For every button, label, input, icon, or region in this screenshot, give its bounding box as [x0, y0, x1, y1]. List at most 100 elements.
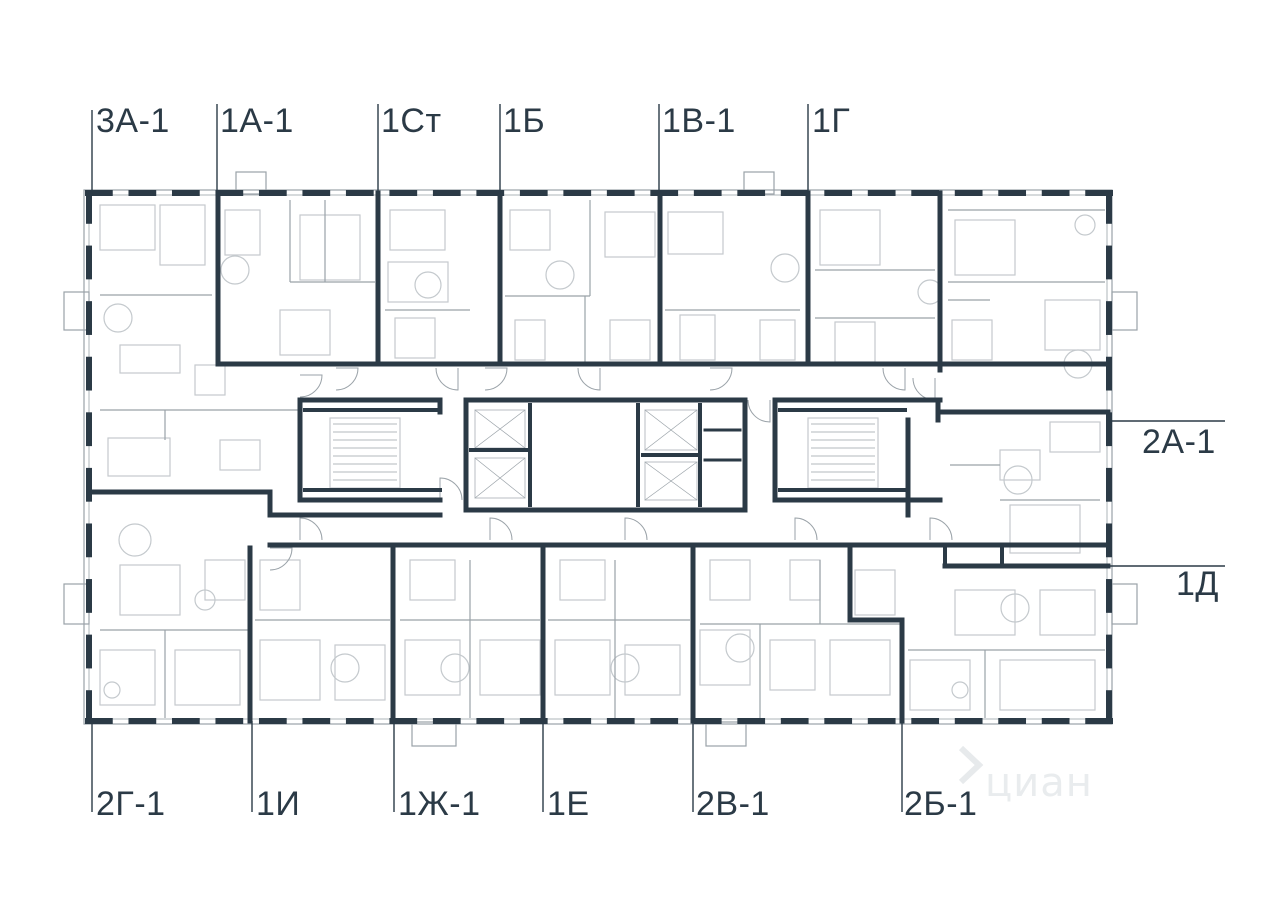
cian-logo-icon — [958, 745, 984, 785]
furniture — [954, 589, 1016, 636]
furniture — [789, 559, 821, 601]
furniture — [389, 209, 446, 251]
door-swing — [435, 367, 459, 391]
furniture — [1044, 299, 1101, 351]
door-swing — [882, 367, 906, 391]
dining-table — [194, 589, 216, 611]
thin-lines-layer — [63, 171, 1138, 747]
furniture — [159, 204, 206, 266]
furniture — [709, 559, 751, 601]
walls-layer — [85, 190, 1113, 724]
door-swing — [484, 367, 508, 391]
dining-table — [545, 260, 575, 290]
furniture — [559, 559, 606, 601]
unit-label-2a-1[interactable]: 2А-1 — [1142, 423, 1216, 461]
furniture — [834, 321, 876, 363]
unit-label-1b[interactable]: 1Б — [503, 102, 546, 140]
balcony — [235, 171, 267, 195]
dining-table — [103, 681, 121, 699]
watermark: циан — [985, 760, 1093, 806]
unit-label-1g[interactable]: 1Г — [812, 102, 851, 140]
door-swing — [929, 517, 953, 541]
balcony — [705, 721, 747, 747]
furniture — [999, 449, 1041, 481]
door-swing — [624, 517, 648, 541]
furniture — [1009, 504, 1081, 554]
unit-label-2b-1[interactable]: 2Б-1 — [904, 785, 978, 823]
inner-frame — [88, 194, 1108, 720]
door-swing — [489, 517, 513, 541]
balcony — [63, 291, 90, 331]
unit-label-1e[interactable]: 1Е — [547, 785, 590, 823]
furniture — [479, 639, 541, 696]
dining-table — [770, 253, 800, 283]
elevator-shaft — [474, 457, 526, 499]
door-swing — [299, 374, 323, 398]
furniture — [99, 649, 156, 706]
unit-label-3a-1[interactable]: 3А-1 — [96, 102, 170, 140]
furniture — [107, 437, 171, 477]
furniture — [769, 639, 816, 691]
partition — [644, 461, 698, 501]
furniture — [554, 639, 611, 696]
unit-label-1a-1[interactable]: 1А-1 — [220, 102, 294, 140]
door-swing — [335, 367, 359, 391]
unit-label-1st[interactable]: 1Ст — [381, 102, 442, 140]
unit-label-2g-1[interactable]: 2Г-1 — [96, 785, 166, 823]
furniture — [224, 209, 261, 256]
furniture — [909, 659, 971, 711]
furniture — [174, 649, 241, 706]
unit-label-1v-1[interactable]: 1В-1 — [662, 102, 736, 140]
furniture — [854, 569, 896, 616]
dining-table — [610, 653, 640, 683]
unit-label-1d[interactable]: 1Д — [1176, 565, 1219, 603]
balcony — [411, 721, 457, 747]
furniture — [99, 204, 156, 251]
door-swing — [269, 547, 293, 571]
furniture-layer — [99, 204, 1101, 711]
balcony — [1111, 583, 1138, 625]
dining-table — [118, 523, 152, 557]
furniture — [194, 364, 226, 396]
dining-table — [725, 633, 755, 663]
furniture — [604, 211, 656, 258]
furniture — [829, 639, 891, 696]
furniture — [334, 644, 386, 701]
unit-label-2v-1[interactable]: 2В-1 — [696, 785, 770, 823]
furniture — [819, 209, 881, 266]
unit-label-1i[interactable]: 1И — [256, 785, 301, 823]
furniture — [409, 559, 456, 601]
unit-label-1zh-1[interactable]: 1Ж-1 — [398, 785, 481, 823]
door-swing — [709, 367, 733, 391]
dining-table — [414, 271, 442, 299]
dining-table — [1074, 214, 1096, 236]
door-swing — [299, 517, 323, 541]
elevator-shaft — [644, 409, 698, 451]
furniture — [387, 261, 449, 303]
furniture — [279, 309, 331, 356]
furniture — [119, 564, 181, 616]
furniture — [679, 314, 716, 361]
furniture — [624, 644, 681, 696]
furniture — [1039, 589, 1096, 636]
balcony — [1111, 291, 1138, 331]
dining-table — [103, 303, 133, 333]
balcony — [63, 583, 90, 625]
partition — [474, 457, 526, 499]
furniture — [259, 559, 301, 611]
furniture — [954, 219, 1016, 276]
furniture — [509, 209, 551, 251]
dining-table — [1000, 593, 1030, 623]
leader-lines-layer — [91, 104, 1225, 812]
door-swing — [794, 517, 818, 541]
dining-table — [440, 653, 470, 683]
furniture — [699, 629, 751, 686]
furniture — [1049, 421, 1101, 453]
furniture — [119, 344, 181, 374]
furniture — [299, 214, 361, 281]
furniture — [219, 439, 261, 471]
door-swing — [439, 477, 463, 501]
door-swing — [577, 367, 601, 391]
